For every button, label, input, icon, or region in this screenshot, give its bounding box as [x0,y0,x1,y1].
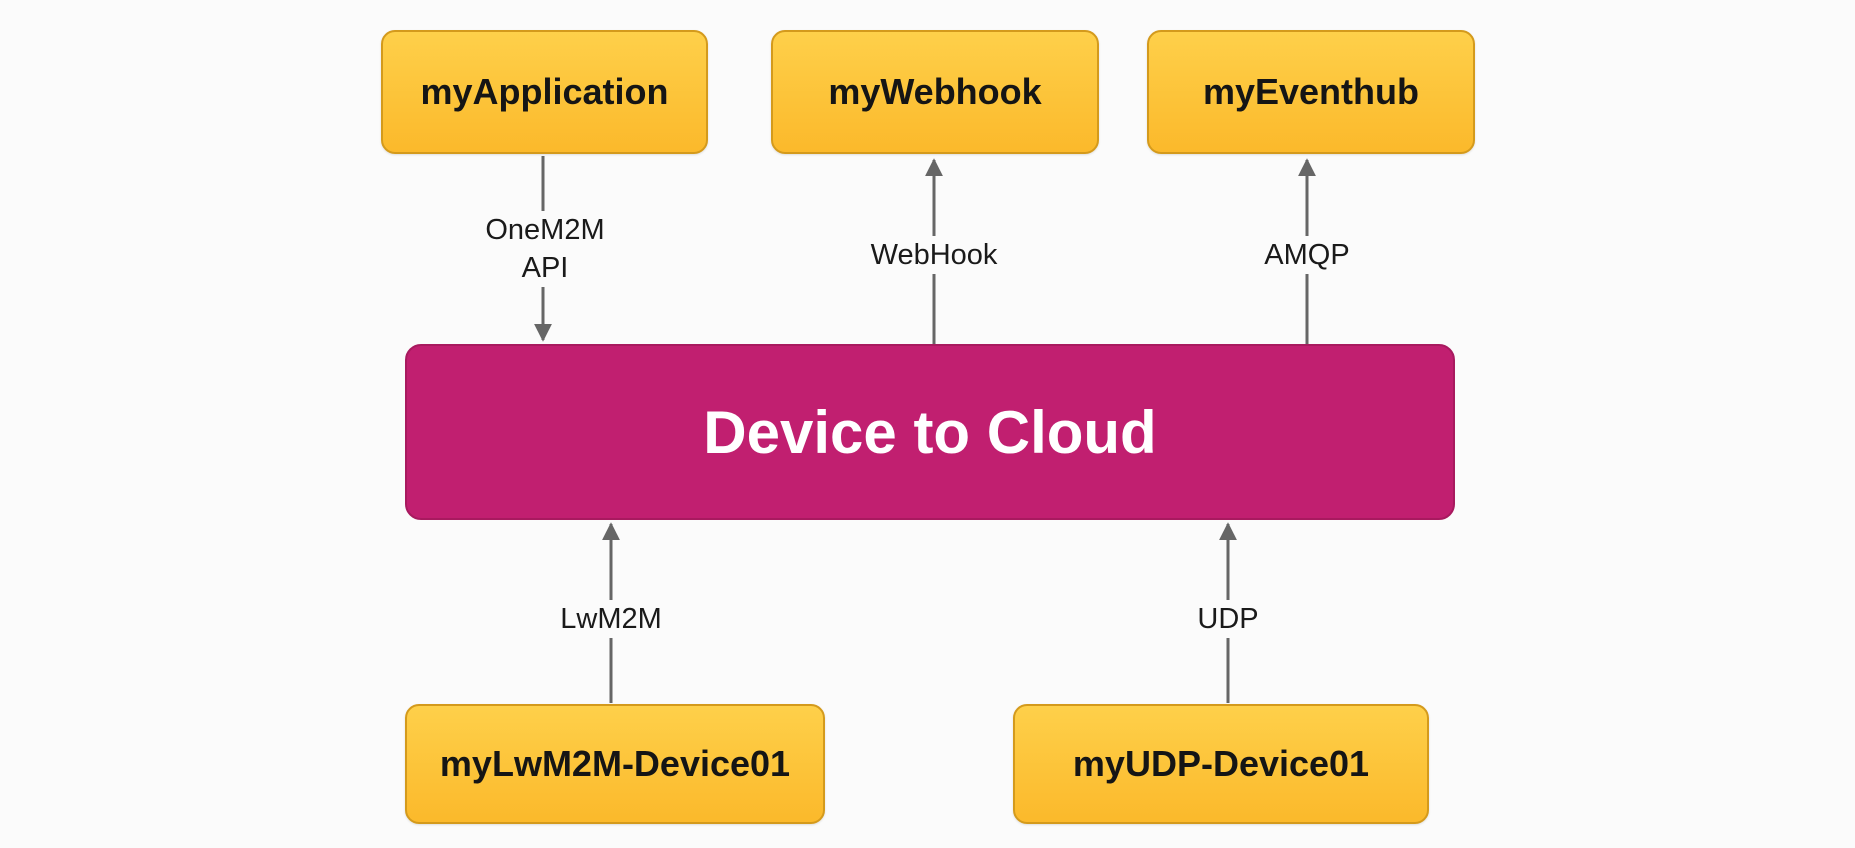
node-my-eventhub[interactable]: myEventhub [1147,30,1475,154]
edge-label-udp: UDP [1191,600,1265,638]
edge-label-onem2m-line1: OneM2M [485,214,605,246]
edge-label-onem2m-line2: API [521,252,569,284]
edge-label-webhook: WebHook [864,236,1004,274]
node-my-udp-device01[interactable]: myUDP-Device01 [1013,704,1429,824]
node-my-webhook[interactable]: myWebhook [771,30,1099,154]
edge-label-amqp: AMQP [1258,236,1356,274]
node-my-lwm2m-device01[interactable]: myLwM2M-Device01 [405,704,825,824]
node-my-application[interactable]: myApplication [381,30,708,154]
edge-label-lwm2m: LwM2M [554,600,668,638]
edge-label-onem2m-api: OneM2M API [479,211,611,287]
node-device-to-cloud[interactable]: Device to Cloud [405,344,1455,520]
